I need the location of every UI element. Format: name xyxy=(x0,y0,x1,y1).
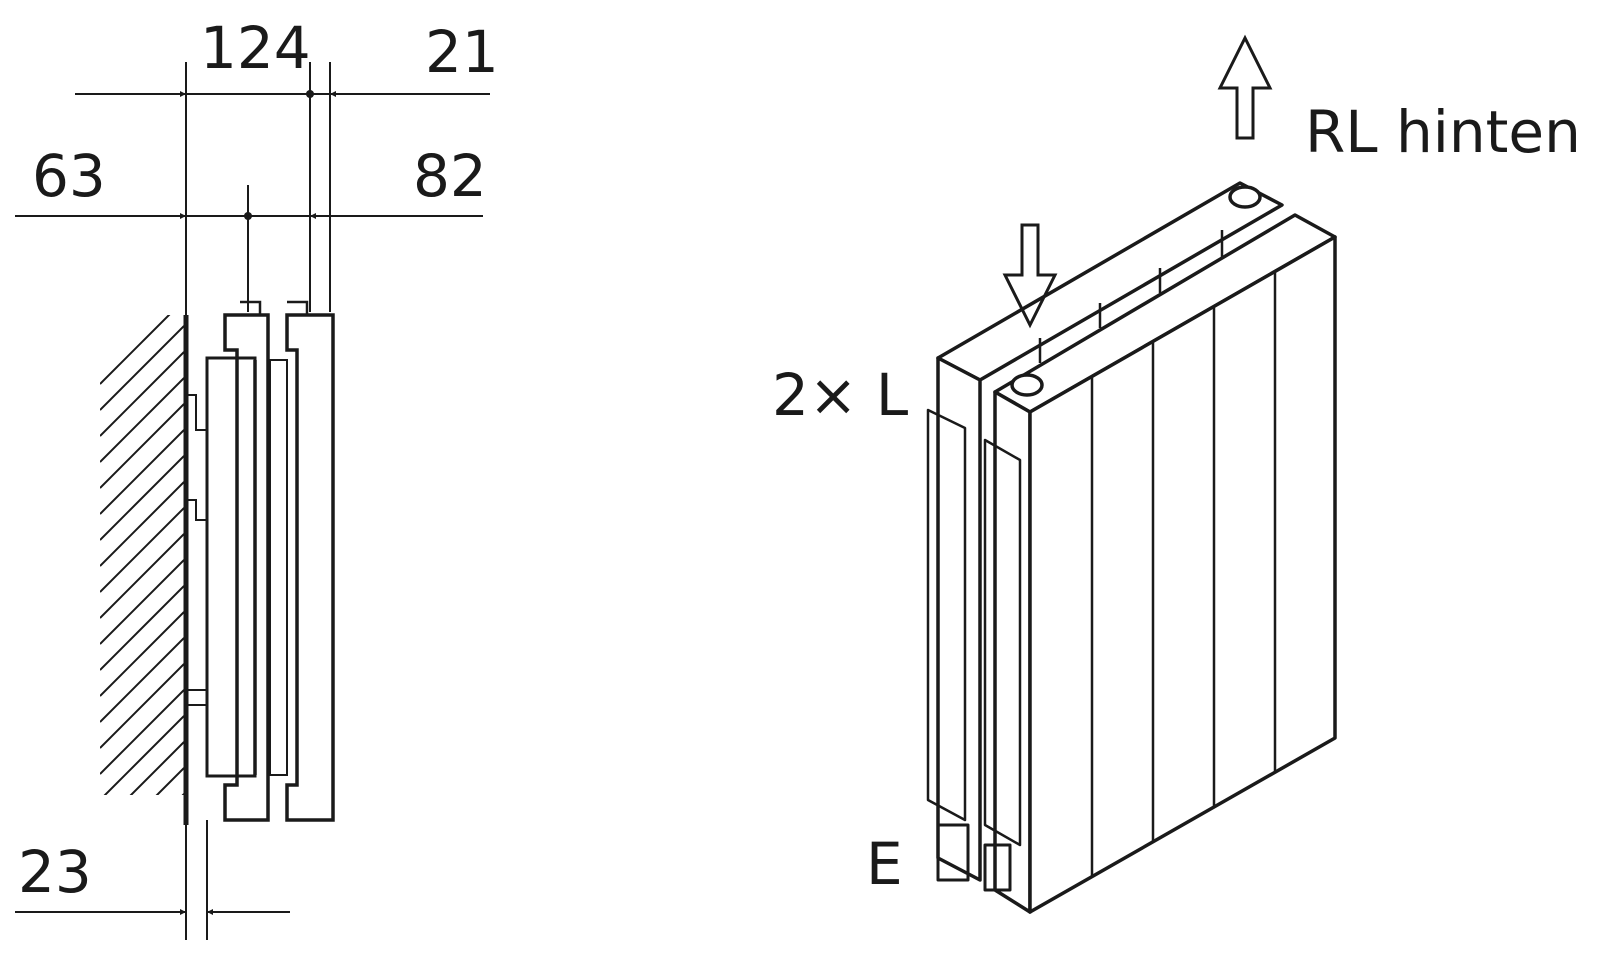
hatch-line xyxy=(100,403,184,489)
hatch-line xyxy=(100,325,184,411)
radiator-side-view xyxy=(186,300,335,822)
wall-hatching: (function(){ const g=document.currentScr… xyxy=(100,315,184,962)
radiator-iso-view xyxy=(926,181,1337,914)
hatch-line xyxy=(100,559,184,645)
hatch-line xyxy=(100,846,184,930)
hatch-line xyxy=(100,533,184,619)
dim-label-21: 21 xyxy=(425,18,499,86)
hatch-line xyxy=(100,611,184,697)
hatch-line xyxy=(100,315,171,385)
hatch-line xyxy=(100,872,184,956)
hatch-line xyxy=(100,377,184,463)
hatch-line xyxy=(100,585,184,671)
hatch-line xyxy=(100,898,184,962)
hatch-line xyxy=(100,637,184,723)
hatch-line xyxy=(181,793,184,795)
hatch-line xyxy=(100,689,184,775)
connection-label: 2× L xyxy=(772,361,908,429)
hatch-line xyxy=(100,820,184,904)
hatch-line xyxy=(100,429,184,515)
dimension-dot xyxy=(306,90,314,98)
hatch-line xyxy=(100,663,184,749)
hatch-line xyxy=(129,741,184,795)
flow-down-arrow-icon xyxy=(1002,223,1058,329)
dim-label-63: 63 xyxy=(32,142,106,210)
hatch-line xyxy=(100,351,184,437)
flow-up-arrow-icon xyxy=(1217,34,1273,140)
return-label: RL hinten xyxy=(1305,98,1581,166)
hatch-line xyxy=(103,715,184,795)
hatch-line xyxy=(100,507,184,593)
drain-label: E xyxy=(866,830,903,898)
dim-label-124: 124 xyxy=(200,14,311,82)
hatch-line xyxy=(100,481,184,567)
dim-label-82: 82 xyxy=(413,142,487,210)
dim-label-23: 23 xyxy=(18,838,92,906)
dimension-dot xyxy=(244,212,252,220)
hatch-line xyxy=(155,767,184,795)
hatch-line xyxy=(100,455,184,541)
